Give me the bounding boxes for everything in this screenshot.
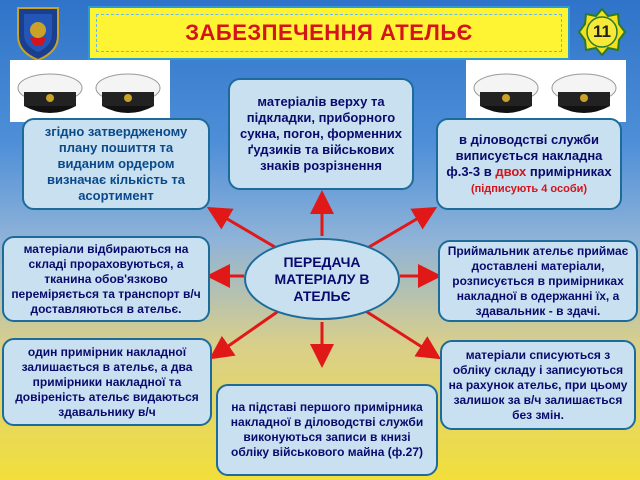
arrow-up-left bbox=[206, 206, 281, 252]
box-top-right-text: в діловодстві служби виписується накладн… bbox=[444, 132, 614, 197]
box-top-center-text: матеріалів верху та підкладки, приборног… bbox=[239, 94, 402, 173]
center-line-3: АТЕЛЬЄ bbox=[293, 287, 351, 304]
top-right-note: (підписують 4 особи) bbox=[470, 182, 588, 195]
box-mid-left-text: матеріали відбираються на складі прорахо… bbox=[11, 241, 201, 316]
center-text: ПЕРЕДАЧА МАТЕРІАЛУ В АТЕЛЬЄ bbox=[274, 254, 369, 305]
caps-image-right bbox=[466, 60, 626, 122]
arrow-down-left bbox=[209, 308, 281, 360]
caps-image-left bbox=[10, 60, 170, 122]
box-top-left: згідно затвердженому плану пошиття та ви… bbox=[22, 118, 210, 210]
center-node: ПЕРЕДАЧА МАТЕРІАЛУ В АТЕЛЬЄ bbox=[244, 238, 400, 320]
top-right-red-text: двох bbox=[495, 163, 527, 179]
box-mid-right-text: Приймальник ательє приймає доставлені ма… bbox=[447, 243, 629, 318]
box-bottom-right-text: матеріали списуються з обліку складу і з… bbox=[448, 347, 628, 422]
center-line-2: МАТЕРІАЛУ В bbox=[274, 270, 370, 287]
box-bottom-center: на підставі першого примірника накладної… bbox=[216, 384, 438, 476]
arrow-up-right bbox=[363, 206, 438, 252]
page-title: ЗАБЕЗПЕЧЕННЯ АТЕЛЬЄ bbox=[185, 20, 473, 45]
center-line-1: ПЕРЕДАЧА bbox=[283, 253, 361, 270]
page-number-badge bbox=[578, 8, 626, 56]
box-bottom-left-text: один примірник накладної залишається в а… bbox=[15, 344, 199, 419]
officer-caps-icon bbox=[17, 73, 161, 113]
arrow-down-right bbox=[363, 308, 442, 360]
box-top-right: в діловодстві служби виписується накладн… bbox=[436, 118, 622, 210]
box-bottom-right: матеріали списуються з обліку складу і з… bbox=[440, 340, 636, 430]
officer-caps-icon bbox=[473, 73, 617, 113]
box-top-center: матеріалів верху та підкладки, приборног… bbox=[228, 78, 414, 190]
box-bottom-left: один примірник накладної залишається в а… bbox=[2, 338, 212, 426]
box-mid-left: матеріали відбираються на складі прорахо… bbox=[2, 236, 210, 322]
emblem-logo bbox=[17, 7, 59, 62]
box-mid-right: Приймальник ательє приймає доставлені ма… bbox=[438, 240, 638, 322]
title-bar: ЗАБЕЗПЕЧЕННЯ АТЕЛЬЄ bbox=[88, 6, 570, 60]
top-right-main-text: в діловодстві служби виписується накладн… bbox=[446, 131, 603, 179]
box-bottom-center-text: на підставі першого примірника накладної… bbox=[230, 400, 424, 459]
top-right-end-text: примірниках bbox=[526, 163, 612, 179]
box-top-left-text: згідно затвердженому плану пошиття та ви… bbox=[44, 124, 188, 203]
